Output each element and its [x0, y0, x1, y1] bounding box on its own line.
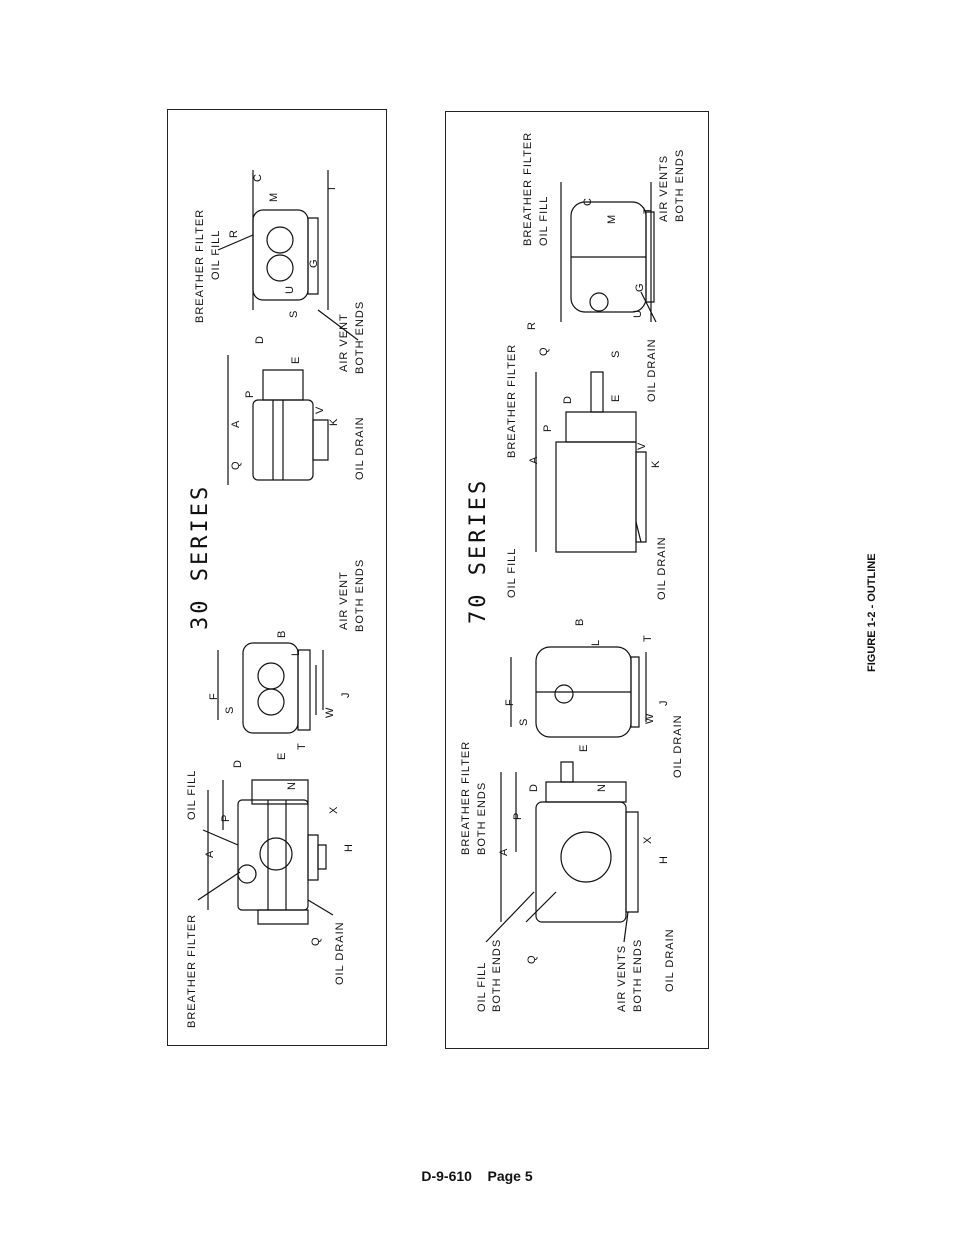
dim-f: F	[504, 699, 516, 706]
callout-air-vent: AIR VENT	[338, 313, 350, 372]
dim-p: P	[220, 814, 232, 822]
dim-j: J	[340, 692, 352, 699]
callout-oil-fill: OIL FILL	[538, 195, 550, 246]
callout-air-vents: AIR VENTS	[616, 944, 628, 1012]
figure-caption: FIGURE 1-2 - OUTLINE	[866, 553, 878, 672]
dim-m: M	[606, 214, 618, 224]
page-number: Page 5	[487, 1168, 533, 1184]
callout-both-ends: BOTH ENDS	[491, 938, 503, 1012]
dim-p: P	[244, 390, 256, 398]
callout-oil-drain: OIL DRAIN	[354, 416, 366, 480]
pump-body-view-2	[243, 643, 298, 733]
callout-both-ends: BOTH ENDS	[354, 300, 366, 374]
callout-breather-filter: BREATHER FILTER	[194, 208, 206, 323]
callout-oil-drain: OIL DRAIN	[664, 928, 676, 992]
dim-h: H	[343, 844, 355, 852]
callout-oil-drain: OIL DRAIN	[656, 536, 668, 600]
dim-d: D	[254, 336, 266, 344]
pump-body-view-1	[536, 802, 626, 922]
dim-a: A	[230, 420, 242, 428]
dim-b: B	[276, 630, 288, 638]
callout-breather-filter: BREATHER FILTER	[522, 131, 534, 246]
dim-a: A	[528, 456, 540, 464]
callout-q: Q	[526, 955, 538, 964]
series-70-title: 70 SERIES	[466, 477, 491, 624]
callout-oil-drain: OIL DRAIN	[672, 714, 684, 778]
callout-both-ends: BOTH ENDS	[632, 938, 644, 1012]
callout-q: Q	[310, 937, 322, 946]
callout-oil-drain: OIL DRAIN	[646, 338, 658, 402]
dim-k: K	[328, 418, 340, 426]
dim-s: S	[518, 718, 530, 726]
callout-both-ends: BOTH ENDS	[354, 558, 366, 632]
dim-t: T	[642, 207, 654, 214]
dim-e: E	[610, 394, 622, 402]
panel-30-series: 30 SERIES BREATHER FILTER OIL FILL Q OIL…	[167, 109, 387, 1046]
callout-oil-fill: OIL FILL	[210, 229, 222, 280]
dim-u: U	[284, 286, 296, 294]
dim-p: P	[542, 424, 554, 432]
dim-b: B	[574, 618, 586, 626]
callout-breather-filter: BREATHER FILTER	[506, 343, 518, 458]
panel-70-series: 70 SERIES OIL FILL BOTH ENDS Q AIR VENTS…	[445, 111, 709, 1049]
callout-both-ends: BOTH ENDS	[674, 148, 686, 222]
dim-s: S	[610, 350, 622, 358]
dim-p: P	[512, 812, 524, 820]
dim-g: G	[634, 283, 646, 292]
callout-oil-fill: OIL FILL	[476, 961, 488, 1012]
dim-n: N	[596, 784, 608, 792]
dim-v: V	[636, 442, 648, 450]
callout-oil-fill: OIL FILL	[506, 547, 518, 598]
drawing-70-series	[446, 112, 708, 1048]
pump-body-view-3	[556, 442, 636, 552]
dim-w: W	[644, 713, 656, 724]
page-footer: D-9-610 Page 5	[0, 1168, 954, 1184]
dim-j: J	[658, 700, 670, 707]
dim-e: E	[290, 356, 302, 364]
dim-f: F	[208, 693, 220, 700]
dim-n: N	[286, 782, 298, 790]
dim-r: R	[526, 322, 538, 330]
dim-d: D	[562, 396, 574, 404]
dim-x: X	[328, 806, 340, 814]
dim-d: D	[232, 760, 244, 768]
dim-l: L	[290, 649, 302, 656]
callout-breather-filter: BREATHER FILTER	[460, 740, 472, 855]
dim-a: A	[498, 848, 510, 856]
callout-oil-drain: OIL DRAIN	[334, 921, 346, 985]
dim-x: X	[642, 836, 654, 844]
dim-e: E	[578, 744, 590, 752]
dim-w: W	[324, 707, 336, 718]
drawing-30-series	[168, 110, 386, 1045]
dim-k: K	[650, 460, 662, 468]
callout-breather-filter: BREATHER FILTER	[186, 913, 198, 1028]
dim-a: A	[204, 850, 216, 858]
dim-t: T	[296, 743, 308, 750]
dim-s: S	[224, 706, 236, 714]
dim-c: C	[582, 198, 594, 206]
callout-oil-fill: OIL FILL	[186, 769, 198, 820]
dim-t: T	[326, 185, 338, 192]
dim-q: Q	[538, 347, 550, 356]
callout-air-vents: AIR VENTS	[658, 154, 670, 222]
dim-q: Q	[230, 461, 242, 470]
dim-g: G	[308, 259, 320, 268]
dim-v: V	[314, 406, 326, 414]
dim-t: T	[642, 635, 654, 642]
doc-number: D-9-610	[421, 1168, 472, 1184]
dim-m: M	[268, 192, 280, 202]
dim-c: C	[252, 174, 264, 182]
dim-s: S	[288, 310, 300, 318]
dim-h: H	[658, 856, 670, 864]
series-30-title: 30 SERIES	[188, 483, 213, 630]
pump-body-view-1	[238, 800, 308, 910]
dim-u: U	[632, 310, 644, 318]
dim-e: E	[276, 752, 288, 760]
dim-l: L	[590, 639, 602, 646]
dim-r: R	[228, 230, 240, 238]
dim-d: D	[528, 784, 540, 792]
callout-both-ends: BOTH ENDS	[476, 781, 488, 855]
callout-air-vent: AIR VENT	[338, 571, 350, 630]
